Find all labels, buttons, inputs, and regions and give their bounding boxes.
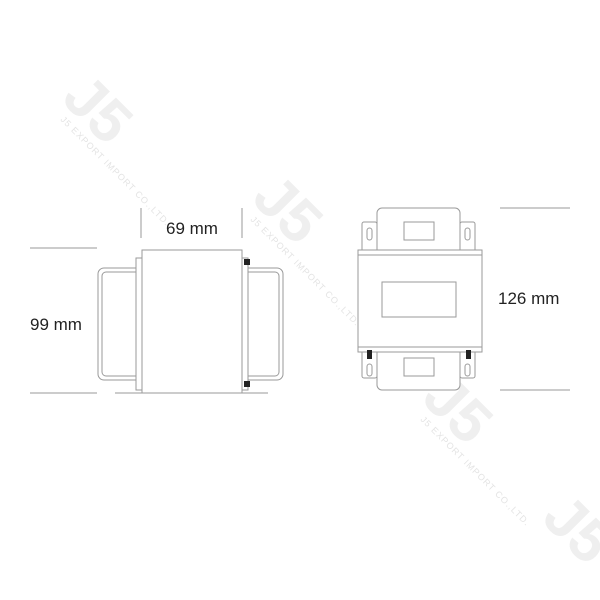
terminal	[367, 350, 372, 359]
core	[141, 249, 243, 394]
terminal	[244, 381, 250, 387]
height-dimension-label: 99 mm	[30, 315, 82, 334]
watermark-logo: J5	[51, 62, 146, 157]
mounting-slot	[464, 227, 471, 241]
core-body	[357, 249, 483, 353]
mounting-slot	[366, 227, 373, 241]
label-window	[403, 357, 435, 377]
bottom-coil	[376, 345, 461, 391]
watermark-logo: J5	[241, 162, 336, 257]
width-dimension-label: 69 mm	[166, 219, 218, 238]
mounting-slot	[464, 363, 471, 377]
terminal	[244, 259, 250, 265]
mounting-tab	[361, 221, 378, 253]
mounting-tab	[459, 221, 476, 253]
side-view	[30, 208, 284, 394]
nameplate	[381, 281, 457, 318]
mounting-slot	[366, 363, 373, 377]
watermark: J5 J5 J5 J5 J5 EXPORT IMPORT CO.,LTD. J5…	[51, 62, 600, 577]
top-view	[357, 207, 570, 391]
length-dimension-label: 126 mm	[498, 289, 559, 308]
terminal	[466, 350, 471, 359]
label-window	[403, 221, 435, 241]
watermark-logo: J5	[531, 482, 600, 577]
top-coil	[376, 207, 461, 257]
